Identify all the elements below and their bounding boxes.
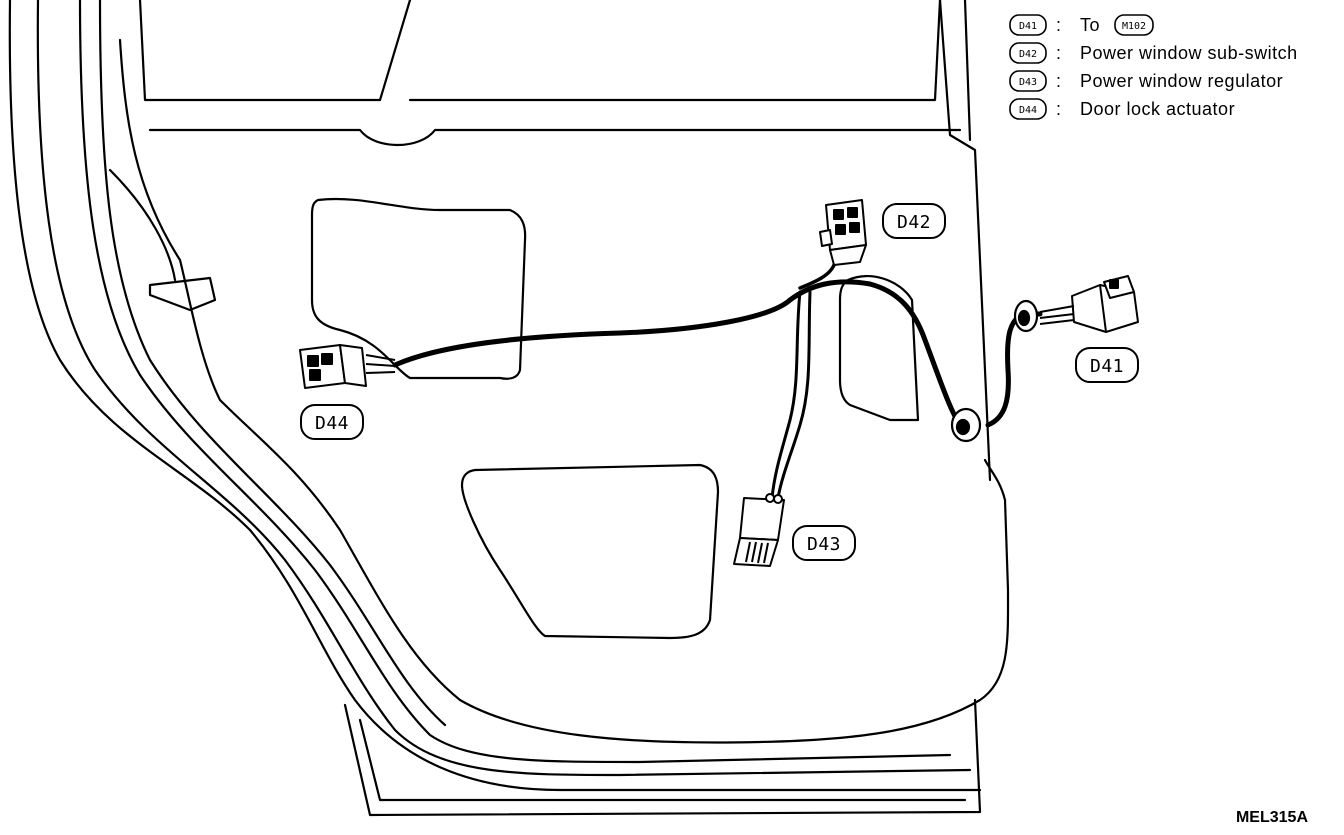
connector-d41: [1039, 275, 1139, 333]
legend-code: D43: [1019, 77, 1037, 88]
window-frame-right: [408, 0, 942, 102]
door-outer-edge-4: [98, 0, 447, 727]
grommet-lower-hole: [955, 418, 971, 436]
door-outer-edge-3: [78, 0, 952, 764]
callout-d41: D41: [1075, 347, 1139, 383]
legend-item: D44 : Door lock actuator: [1009, 98, 1235, 120]
harness-main: [392, 279, 963, 428]
door-rear-edge-2: [963, 0, 972, 142]
door-rear-edge: [938, 0, 992, 482]
legend-label: Power window sub-switch: [1080, 43, 1298, 63]
inner-handle: [148, 276, 217, 312]
harness-to-d43-b: [776, 290, 812, 500]
legend-code: D44: [1019, 105, 1037, 116]
callout-d41-label: D41: [1090, 356, 1124, 377]
callout-d44: D44: [300, 404, 364, 440]
legend-item: D41 : To M102: [1009, 14, 1154, 36]
service-hole-middle: [838, 275, 920, 422]
legend-label: Power window regulator: [1080, 71, 1283, 91]
legend-separator: :: [1056, 71, 1062, 91]
legend: D41 : To M102 D42 : Power window sub-swi…: [1009, 14, 1298, 120]
figure-id: MEL315A: [1236, 809, 1308, 826]
grommet-upper-hole: [1017, 309, 1031, 327]
legend-separator: :: [1056, 15, 1062, 35]
legend-label: Door lock actuator: [1080, 99, 1235, 119]
callout-d43: D43: [792, 525, 856, 561]
service-hole-lower: [460, 463, 720, 640]
door-outer-edge-1: [8, 0, 982, 792]
legend-code: D42: [1019, 49, 1037, 60]
inner-panel-outline: [118, 38, 1010, 744]
door-outer-edge-2: [36, 0, 972, 777]
service-hole-upper: [310, 197, 527, 380]
belt-line: [148, 128, 962, 147]
legend-item: D42 : Power window sub-switch: [1009, 42, 1298, 64]
service-holes: [310, 197, 920, 640]
legend-item: D43 : Power window regulator: [1009, 70, 1283, 92]
callout-d43-label: D43: [807, 534, 841, 555]
callout-d44-label: D44: [315, 413, 349, 434]
legend-separator: :: [1056, 43, 1062, 63]
harness-to-d41: [985, 311, 1043, 428]
legend-ref: M102: [1122, 21, 1146, 32]
door-bottom-edge: [343, 698, 982, 817]
legend-separator: :: [1056, 99, 1062, 119]
connector-d44: [299, 344, 396, 389]
callout-d42: D42: [882, 203, 946, 239]
connector-d42: [819, 199, 867, 266]
harness-to-d43-a: [770, 290, 802, 500]
connectors: [299, 199, 1139, 567]
lock-rod: [108, 168, 177, 282]
connector-d43: [733, 493, 785, 567]
grommets: [950, 299, 1039, 443]
wire-harness: [392, 260, 1043, 500]
callout-d42-label: D42: [897, 212, 931, 233]
legend-code: D41: [1019, 21, 1037, 32]
legend-label: To: [1080, 15, 1100, 35]
door-frame-outlines: [8, 0, 1010, 817]
door-bottom-edge-inner: [358, 718, 967, 802]
window-frame-lower: [138, 0, 412, 102]
